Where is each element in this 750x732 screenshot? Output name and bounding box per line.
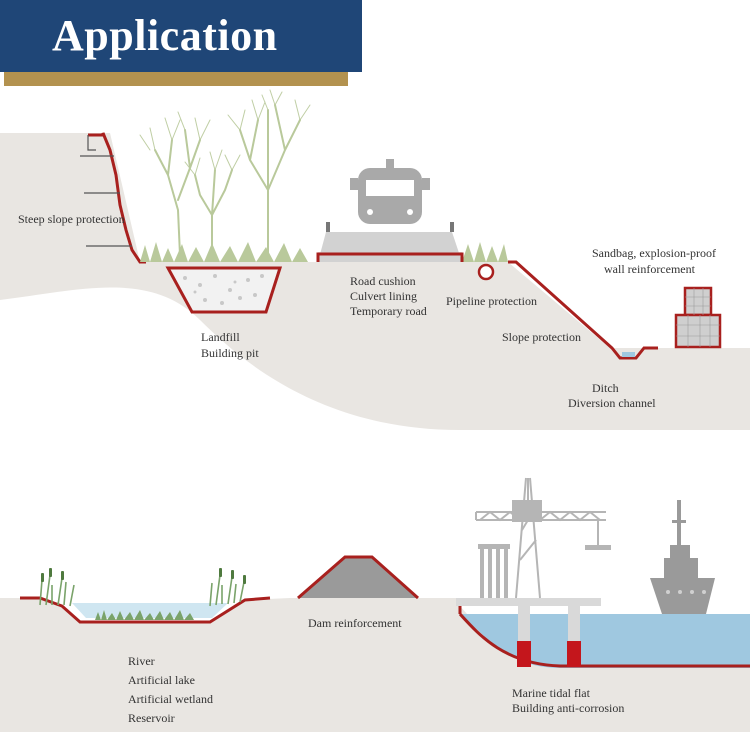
grass-lake <box>95 610 194 620</box>
sandbag-wall <box>674 286 722 349</box>
label-road-cushion: Road cushion <box>350 274 416 288</box>
slope-anchors <box>80 155 132 247</box>
header-banner <box>0 0 362 72</box>
crane-icon <box>475 477 606 599</box>
temporary-road <box>318 232 462 262</box>
steep-slope-liner <box>88 132 146 264</box>
label-landfill: Landfill <box>201 330 240 344</box>
reeds-left <box>39 574 245 607</box>
label-sandbag-2: wall reinforcement <box>604 262 695 276</box>
pipeline-icon <box>477 263 495 281</box>
label-sandbag-1: Sandbag, explosion-proof <box>592 246 716 260</box>
label-artificial-wetland: Artificial wetland <box>128 692 213 706</box>
label-culvert-lining: Culvert lining <box>350 289 417 303</box>
page-title: Application <box>52 11 278 60</box>
label-diversion: Diversion channel <box>568 396 656 410</box>
landfill-gravel <box>183 274 264 305</box>
sandbag-mesh <box>676 288 720 347</box>
label-steep-slope: Steep slope protection <box>18 212 125 226</box>
pier-pilings <box>517 606 581 667</box>
label-pipeline: Pipeline protection <box>446 294 537 308</box>
sea-water <box>460 614 750 668</box>
label-temporary-road: Temporary road <box>350 304 427 318</box>
dam-reinforcement <box>298 557 418 598</box>
landfill-pit <box>165 266 283 314</box>
pier-deck <box>456 598 601 606</box>
ship-icon <box>650 500 715 614</box>
label-building-pit: Building pit <box>201 346 259 360</box>
label-ditch: Ditch <box>592 381 619 395</box>
tree-icon <box>139 89 311 256</box>
header-accent-bar <box>4 72 348 86</box>
upper-ground <box>0 133 750 430</box>
label-marine: Marine tidal flat <box>512 686 590 700</box>
slope-liner <box>508 260 658 360</box>
label-dam: Dam reinforcement <box>308 616 402 630</box>
lower-ground <box>0 598 750 732</box>
label-artificial-lake: Artificial lake <box>128 673 195 687</box>
label-reservoir: Reservoir <box>128 711 175 725</box>
label-river: River <box>128 654 155 668</box>
bus-icon <box>350 159 430 224</box>
label-slope-protection: Slope protection <box>502 330 581 344</box>
grass-upper <box>140 242 508 262</box>
label-anti-corrosion: Building anti-corrosion <box>512 701 625 715</box>
